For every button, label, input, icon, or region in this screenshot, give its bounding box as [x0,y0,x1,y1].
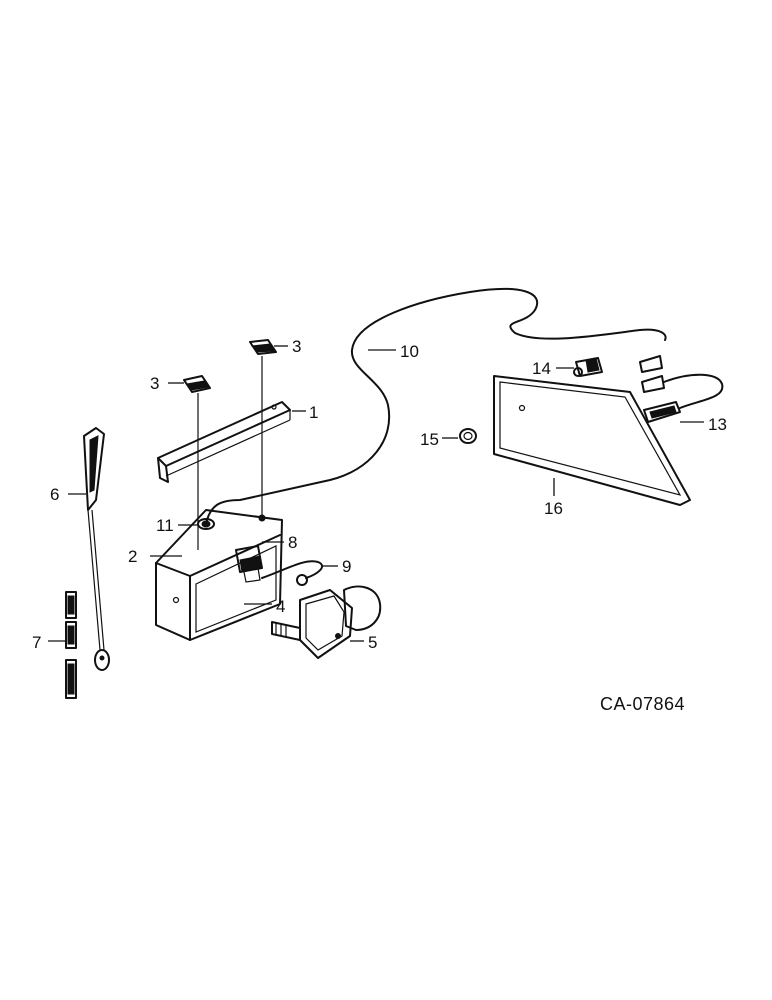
wiper-motor-part-5 [271,585,382,659]
window-panel-part-16 [493,375,691,506]
bracket-part-1 [157,401,291,483]
drawing-code: CA-07864 [600,694,685,714]
callout-6: 6 [50,485,59,504]
callout-14: 14 [532,359,551,378]
callout-5: 5 [368,633,377,652]
callout-16: 16 [544,499,563,518]
callout-3-top: 3 [292,337,301,356]
connector-part-13 [639,355,724,423]
switch-part-8 [235,545,263,583]
wiper-arm-part-6 [83,427,110,671]
knob-part-15 [459,428,477,444]
callout-7: 7 [32,633,41,652]
wiper-blade-part-7 [65,591,77,699]
clip-part-3-top [249,339,277,355]
callout-8: 8 [288,533,297,552]
motor-box-part-2 [155,509,283,641]
switch-part-14 [573,357,603,377]
callout-4: 4 [276,597,285,616]
callout-3-left: 3 [150,374,159,393]
clip-part-3-left [183,375,211,393]
ground-lead-part-9 [261,560,324,586]
callout-1: 1 [309,403,318,422]
callout-11: 11 [156,516,174,535]
wire-harness-part-10 [205,287,667,525]
grommet-part-11 [197,518,215,530]
callout-15: 15 [420,430,439,449]
callout-10: 10 [400,342,419,361]
callout-9: 9 [342,557,351,576]
callout-2: 2 [128,547,137,566]
callout-13: 13 [708,415,727,434]
